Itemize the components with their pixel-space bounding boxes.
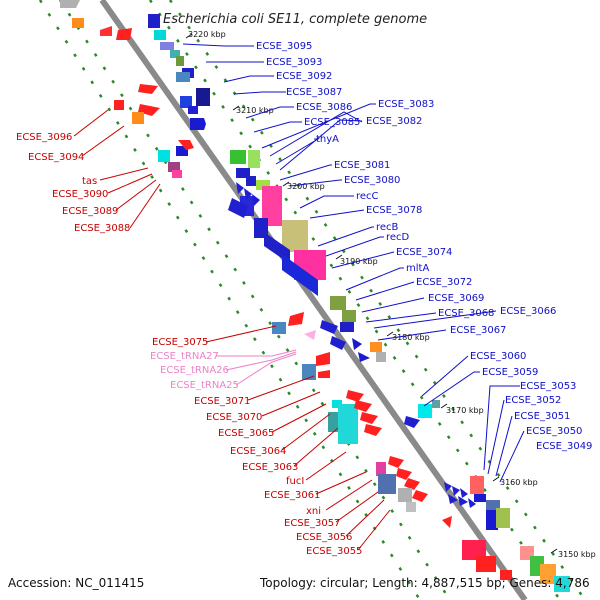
gene-label[interactable]: ECSE_3051 xyxy=(514,411,570,422)
gene-label[interactable]: ECSE_3063 xyxy=(242,462,298,473)
rna-gene-labels: ECSE_tRNA27 ECSE_tRNA26 ECSE_tRNA25 xyxy=(150,351,239,391)
gene-label[interactable]: xni xyxy=(306,506,321,517)
accession-text: Accession: NC_011415 xyxy=(8,576,144,590)
gene-label[interactable]: ECSE_3086 xyxy=(296,102,352,113)
tick-label: 3200 kbp xyxy=(287,182,325,191)
gene-label[interactable]: ECSE_3050 xyxy=(526,426,582,437)
gene-label[interactable]: ECSE_3090 xyxy=(52,189,108,200)
gene-label[interactable]: ECSE_3071 xyxy=(194,396,250,407)
gene-label[interactable]: ECSE_3069 xyxy=(428,293,484,304)
gene-label[interactable]: ECSE_3087 xyxy=(286,87,342,98)
gene-label[interactable]: ECSE_3072 xyxy=(416,277,472,288)
gene-label[interactable]: ECSE_3082 xyxy=(366,116,422,127)
gene-label[interactable]: ECSE_3059 xyxy=(482,367,538,378)
gene-label[interactable]: ECSE_3049 xyxy=(536,441,592,452)
gene-label[interactable]: ECSE_3064 xyxy=(230,446,286,457)
gene-label[interactable]: ECSE_tRNA25 xyxy=(170,380,239,391)
gene-label[interactable]: ECSE_3078 xyxy=(366,205,422,216)
gene-label[interactable]: ECSE_3095 xyxy=(256,41,312,52)
genome-summary-text: Topology: circular; Length: 4,887,515 bp… xyxy=(259,576,590,590)
tick-label: 3160 kbp xyxy=(500,478,538,487)
forward-leaders xyxy=(182,43,525,483)
gene-label[interactable]: ECSE_3065 xyxy=(218,428,274,439)
gene-label[interactable]: ECSE_3052 xyxy=(505,395,561,406)
gene-label[interactable]: ECSE_3096 xyxy=(16,132,72,143)
gene-label[interactable]: ECSE_3068 xyxy=(438,308,494,319)
page-title: Escherichia coli SE11, complete genome xyxy=(163,12,427,27)
gene-label[interactable]: recD xyxy=(386,232,410,243)
gene-label[interactable]: recC xyxy=(356,191,379,202)
gene-label[interactable]: ECSE_3060 xyxy=(470,351,526,362)
reverse-gene-labels: ECSE_3096 ECSE_3094 tas ECSE_3090 ECSE_3… xyxy=(16,132,362,557)
forward-gene-labels: ECSE_3095 ECSE_3093 ECSE_3092 ECSE_3087 … xyxy=(256,41,592,452)
gene-label[interactable]: ECSE_3075 xyxy=(152,337,208,348)
gene-label[interactable]: thyA xyxy=(316,134,339,145)
gene-label[interactable]: ECSE_3055 xyxy=(306,546,362,557)
tick-label: 3210 kbp xyxy=(236,106,274,115)
gene-features xyxy=(60,0,570,592)
gene-label[interactable]: mltA xyxy=(406,263,429,274)
tick-label: 3180 kbp xyxy=(392,333,430,342)
gene-label[interactable]: ECSE_3085 xyxy=(304,117,360,128)
gene-label[interactable]: recB xyxy=(376,222,399,233)
gene-label[interactable]: ECSE_3074 xyxy=(396,247,452,258)
gene-label[interactable]: ECSE_3061 xyxy=(264,490,320,501)
tick-label: 3150 kbp xyxy=(558,550,596,559)
gene-label[interactable]: ECSE_tRNA26 xyxy=(160,365,229,376)
gene-label[interactable]: ECSE_3056 xyxy=(296,532,352,543)
gene-label[interactable]: ECSE_3089 xyxy=(62,206,118,217)
gene-label[interactable]: ECSE_3088 xyxy=(74,223,130,234)
gene-label[interactable]: ECSE_3066 xyxy=(500,306,556,317)
gene-label[interactable]: ECSE_3053 xyxy=(520,381,576,392)
gene-label[interactable]: ECSE_tRNA27 xyxy=(150,351,219,362)
gene-label[interactable]: ECSE_3094 xyxy=(28,152,84,163)
gene-label[interactable]: fucI xyxy=(286,476,304,487)
gene-label[interactable]: ECSE_3092 xyxy=(276,71,332,82)
gene-label[interactable]: ECSE_3067 xyxy=(450,325,506,336)
reverse-leaders xyxy=(73,109,391,551)
gene-label[interactable]: ECSE_3093 xyxy=(266,57,322,68)
gene-label[interactable]: ECSE_3057 xyxy=(284,518,340,529)
tick-label: 3220 kbp xyxy=(188,30,226,39)
gene-label[interactable]: tas xyxy=(82,176,97,187)
rna-leaders xyxy=(216,349,297,386)
gene-label[interactable]: ECSE_3080 xyxy=(344,175,400,186)
gene-label[interactable]: ECSE_3083 xyxy=(378,99,434,110)
gene-label[interactable]: ECSE_3081 xyxy=(334,160,390,171)
gene-label[interactable]: ECSE_3070 xyxy=(206,412,262,423)
tick-label: 3170 kbp xyxy=(446,406,484,415)
